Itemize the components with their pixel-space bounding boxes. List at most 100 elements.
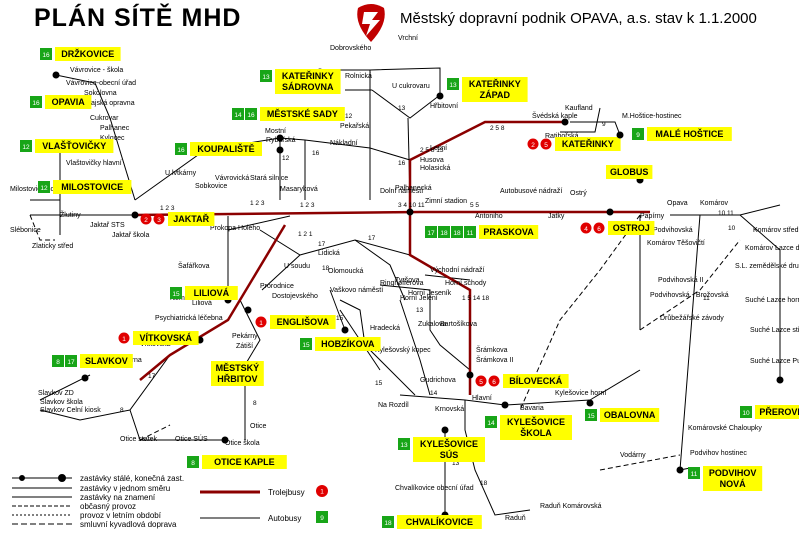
stop-globus[interactable]: GLOBUS (606, 165, 653, 184)
minor-stop-label: Ratibořská (545, 133, 579, 140)
stop-label-highlight (555, 137, 621, 151)
stop-label: KATEŘINKY (469, 78, 521, 89)
legend-trolley-badge (316, 485, 328, 497)
minor-stop-label: Autobusové nádraží (500, 188, 562, 195)
stop-label: HOBZÍKOVA (321, 339, 375, 349)
minor-stop-label: Otice škola (225, 440, 260, 447)
bus-line-badge (175, 143, 187, 155)
line-number: 16 (32, 100, 40, 107)
stop-label: MĚSTSKÝ (216, 362, 260, 373)
stop-label: SÁDROVNA (282, 82, 334, 92)
stop-label-highlight (703, 466, 763, 491)
trolleybus-line-badge (593, 222, 605, 234)
line-number: 13 (400, 442, 408, 449)
minor-stop-label: Milostovice horní (10, 186, 63, 193)
minor-stop-label: Žlutiny (60, 210, 81, 219)
stop-label-highlight (35, 139, 114, 153)
stop-marker (406, 208, 414, 216)
line-number: 13 (262, 74, 270, 81)
stop-label: KYLEŠOVICE (420, 438, 478, 449)
line-number: 16 (42, 52, 50, 59)
minor-stop-label: Bartošíkova (440, 321, 477, 328)
stop-label: VÍTKOVSKÁ (140, 333, 193, 343)
trolleybus-line-badge (540, 138, 552, 150)
minor-stop-label: Husova (420, 157, 444, 164)
svg-text:13: 13 (416, 307, 424, 314)
minor-stop-label: Slavkov ZD (38, 390, 74, 397)
legend-bus-sample: 9 (320, 515, 324, 522)
minor-stop-label: Mostní (265, 128, 286, 135)
stop-label: KYLEŠOVICE (507, 416, 565, 427)
minor-stop-label: Dostojevského (272, 293, 318, 300)
bus-line-badge (300, 338, 312, 350)
svg-text:8: 8 (253, 400, 257, 407)
stop-label: PODVIHOV (709, 468, 757, 478)
minor-stop-label: Zukalova (418, 321, 447, 328)
svg-text:14: 14 (430, 390, 438, 397)
stop-label-highlight (53, 180, 132, 194)
stop-prerovec[interactable]: 10PŘEROVEC (740, 376, 799, 420)
legend-item-1: zastávky v jednom směru (80, 484, 170, 493)
stop-label-highlight (315, 337, 381, 351)
bus-line-badge (260, 70, 272, 82)
map-subtitle: Městský dopravní podnik OPAVA, a.s. stav… (400, 10, 757, 27)
minor-stop-label: Slébonice (10, 227, 41, 234)
bus-lines (30, 67, 781, 516)
stop-marker (676, 466, 684, 474)
svg-text:2 5 8 13: 2 5 8 13 (420, 147, 444, 154)
minor-stop-label: Jaktař STS (90, 222, 125, 229)
minor-stop-label: Suché Lazce Pustice (750, 358, 799, 365)
stop-marker (586, 399, 594, 407)
line-number: 8 (56, 359, 60, 366)
stop-label: NOVÁ (720, 479, 747, 489)
minor-stop-label: Cukrovar (90, 115, 119, 122)
legend-bus-badge (316, 511, 328, 523)
minor-stop-label: Hřbitovní (430, 103, 458, 110)
stop-label-highlight (647, 127, 732, 141)
minor-stop-label: Suché Lazce horní (745, 297, 799, 304)
minor-stop-label: Kaufland (565, 105, 593, 112)
minor-stop-label: Otice SÚS (175, 434, 208, 443)
minor-stop-label: Papírny (640, 213, 665, 220)
minor-stop-label: U cukrovaru (392, 83, 430, 90)
line-number: 12 (22, 144, 30, 151)
minor-stop-label: Prorodnice (260, 283, 294, 290)
stop-label: ŠKOLA (520, 427, 552, 438)
line-number: 4 (584, 226, 588, 233)
trolleybus-line-badge (488, 375, 500, 387)
stop-marker (616, 131, 624, 139)
svg-text:15: 15 (375, 380, 383, 387)
minor-stop-label: Otice statek (120, 436, 157, 443)
line-number: 17 (427, 230, 435, 237)
svg-text:8: 8 (120, 407, 124, 414)
stop-label: KOUPALIŠTĚ (197, 143, 254, 154)
stop-label-highlight (80, 354, 133, 368)
